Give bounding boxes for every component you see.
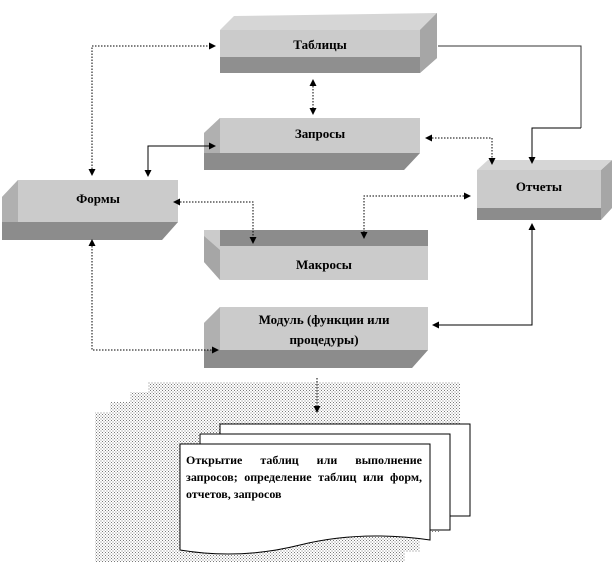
module-box [204, 307, 428, 368]
macros-box [204, 230, 428, 280]
forms-box [2, 180, 178, 240]
connectors [88, 42, 582, 413]
queries-box [204, 118, 420, 170]
tables-box [220, 13, 437, 73]
document-note-text: Открытие таблиц или выполнение запросов;… [186, 453, 422, 501]
reports-box [477, 160, 612, 220]
document-stack [95, 382, 471, 562]
